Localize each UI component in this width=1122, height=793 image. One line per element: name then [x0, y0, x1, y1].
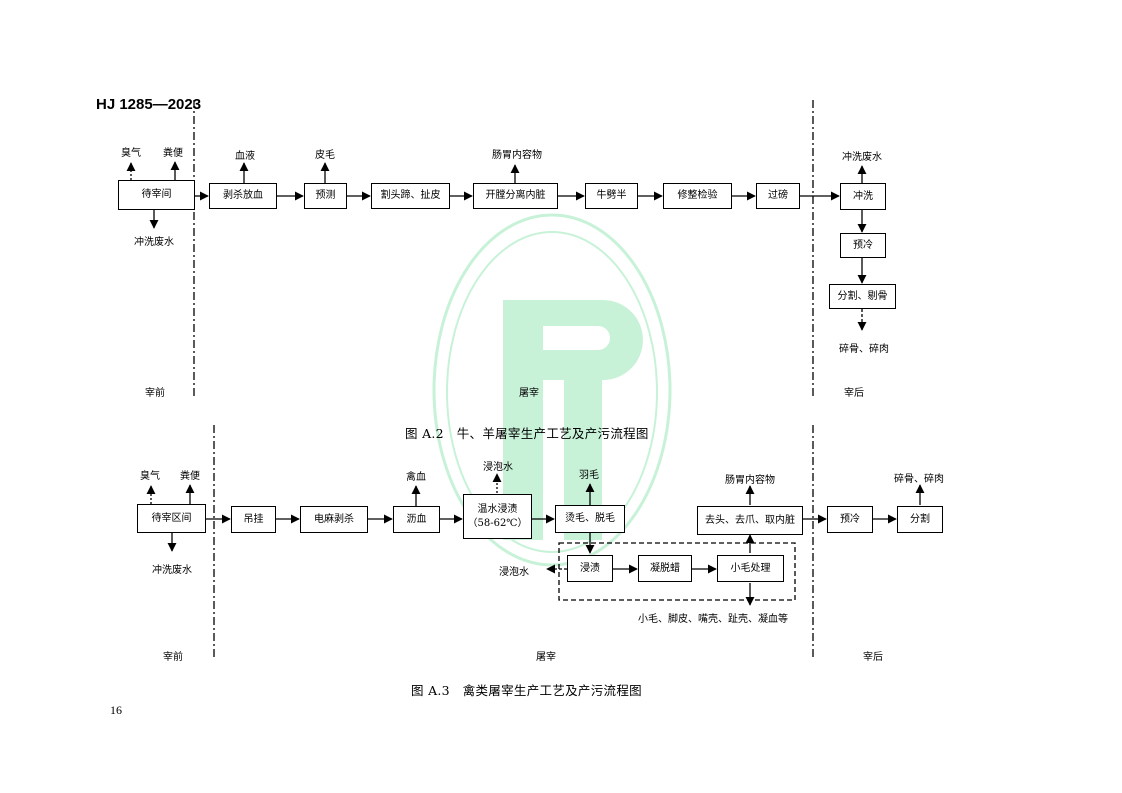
emission-soak-water: 浸泡水: [483, 462, 513, 473]
box-trim-inspect: 修整检验: [663, 183, 732, 209]
box-pinfeather: 小毛处理: [717, 555, 784, 582]
stage-post: 宰后: [863, 652, 883, 663]
box-stun-bleed: 剥杀放血: [209, 183, 277, 209]
emission-blood: 禽血: [406, 472, 426, 483]
emission-wash-water: 冲洗废水: [152, 565, 192, 576]
stage-pre: 宰前: [145, 388, 165, 399]
box-evisceration: 去头、去爪、取内脏: [697, 506, 803, 535]
emission-gut-contents: 肠胃内容物: [492, 150, 542, 161]
emission-odor: 臭气: [140, 471, 160, 482]
box-evisceration: 开膛分离内脏: [473, 183, 558, 209]
box-soak: 浸渍: [567, 555, 613, 582]
box-chill: 预冷: [827, 506, 873, 533]
box-stun-kill: 电麻剥杀: [300, 506, 368, 533]
box-cut: 分割: [897, 506, 943, 533]
emission-bone-scraps: 碎骨、碎肉: [839, 344, 889, 355]
box-scald-line2: （58-62℃）: [467, 517, 528, 529]
box-cut-hoof: 割头蹄、扯皮: [371, 183, 450, 209]
emission-wash-water: 冲洗废水: [134, 237, 174, 248]
emission-gut-contents: 肠胃内容物: [725, 475, 775, 486]
emission-manure: 粪便: [180, 471, 200, 482]
emission-blood: 血液: [235, 151, 255, 162]
figure-caption: 图 A.3 禽类屠宰生产工艺及产污流程图: [411, 683, 642, 698]
box-scald: 温水浸渍 （58-62℃）: [463, 494, 532, 539]
emission-hide: 皮毛: [315, 150, 335, 161]
box-wax: 凝脱蜡: [638, 555, 692, 582]
stage-main: 屠宰: [519, 388, 539, 399]
figure-caption: 图 A.2 牛、羊屠宰生产工艺及产污流程图: [405, 426, 649, 441]
box-split: 牛劈半: [585, 183, 638, 209]
emission-odor: 臭气: [121, 148, 141, 159]
box-defeather: 烫毛、脱毛: [555, 505, 625, 533]
box-cut-debone: 分割、剔骨: [829, 284, 896, 309]
box-prestrip: 预测: [304, 183, 347, 209]
standard-number: HJ 1285—2023: [96, 96, 202, 113]
box-drain-blood: 沥血: [393, 506, 440, 533]
box-lairage: 待宰区间: [137, 504, 206, 533]
emission-feather: 羽毛: [579, 470, 599, 481]
box-weigh: 过磅: [756, 183, 800, 209]
emission-rinse-water: 冲洗废水: [842, 152, 882, 163]
box-hang: 吊挂: [231, 506, 276, 533]
box-lairage: 待宰间: [118, 180, 195, 210]
box-scald-line1: 温水浸渍: [477, 504, 518, 515]
stage-main: 屠宰: [536, 652, 556, 663]
box-rinse: 冲洗: [840, 183, 886, 210]
emission-soak-water-2: 浸泡水: [499, 567, 529, 578]
emission-manure: 粪便: [163, 148, 183, 159]
emission-residue: 小毛、脚皮、嘴壳、趾壳、凝血等: [638, 614, 788, 625]
box-chill: 预冷: [840, 233, 886, 258]
stage-post: 宰后: [844, 388, 864, 399]
stage-pre: 宰前: [163, 652, 183, 663]
emission-bone-scraps: 碎骨、碎肉: [894, 474, 944, 485]
page-number: 16: [110, 703, 122, 717]
